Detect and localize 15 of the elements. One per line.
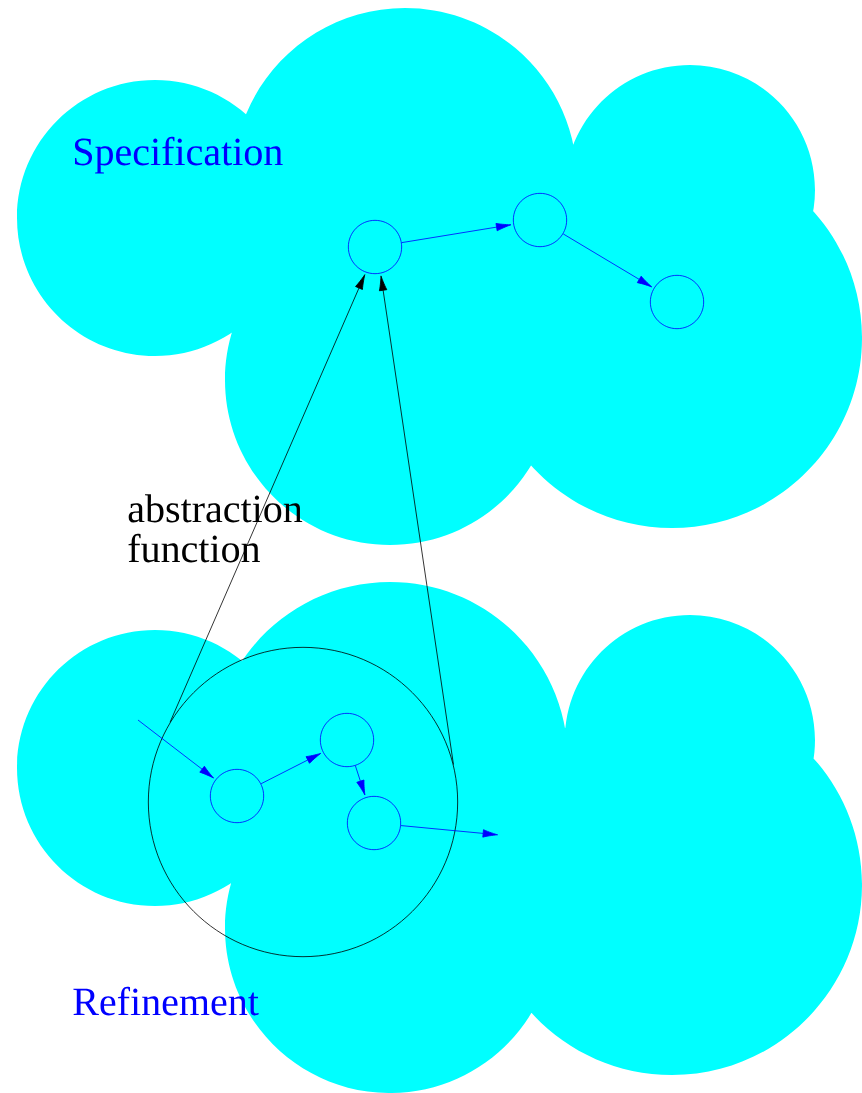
boundary-circle — [147, 646, 459, 958]
arrow — [562, 233, 653, 288]
state-circle — [346, 795, 402, 851]
arrow — [137, 719, 214, 779]
state-circle — [649, 274, 705, 330]
state-circle — [347, 219, 403, 275]
arrow — [169, 274, 366, 723]
state-circle — [319, 712, 375, 768]
state-circle — [209, 768, 265, 824]
arrow — [401, 223, 512, 244]
arrow — [260, 753, 322, 785]
arrow — [400, 825, 498, 838]
state-circle — [512, 192, 568, 248]
arrow — [379, 275, 454, 765]
arrow — [355, 765, 366, 796]
